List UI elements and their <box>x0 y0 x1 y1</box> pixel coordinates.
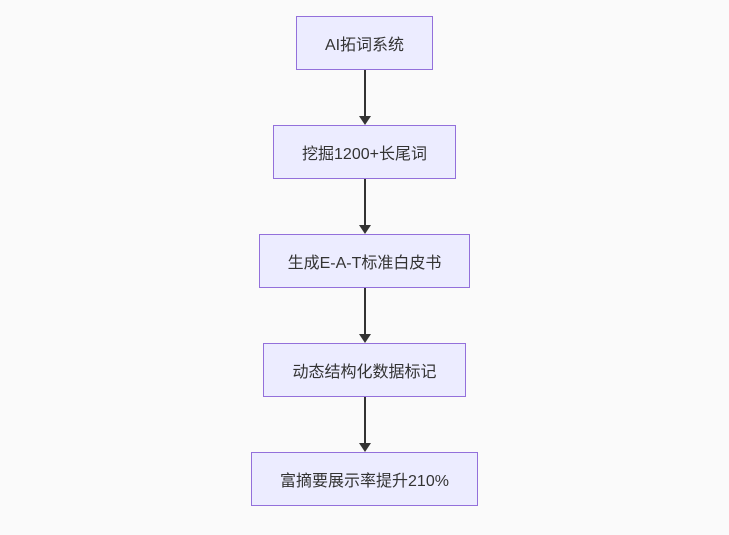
flow-node-eat-whitepaper: 生成E-A-T标准白皮书 <box>258 234 471 288</box>
arrow-down-icon <box>358 116 371 125</box>
edge-c-to-d <box>358 288 371 343</box>
flow-node-label: AI拓词系统 <box>324 37 405 54</box>
flow-node-label: 富摘要展示率提升210% <box>280 473 449 490</box>
edge-line <box>363 397 366 443</box>
arrow-down-icon <box>358 334 371 343</box>
edge-line <box>363 70 366 116</box>
flow-node-label: 生成E-A-T标准白皮书 <box>287 255 442 272</box>
flow-node-structured-data-markup: 动态结构化数据标记 <box>263 343 466 397</box>
flow-node-label: 挖掘1200+长尾词 <box>302 146 427 163</box>
flow-node-longtail-mining: 挖掘1200+长尾词 <box>273 125 456 179</box>
edge-b-to-c <box>358 179 371 234</box>
edge-a-to-b <box>358 70 371 125</box>
flow-node-label: 动态结构化数据标记 <box>292 364 437 381</box>
edge-d-to-e <box>358 397 371 452</box>
arrow-down-icon <box>358 225 371 234</box>
arrow-down-icon <box>358 443 371 452</box>
flow-node-rich-snippet-rate: 富摘要展示率提升210% <box>251 452 478 506</box>
flow-node-ai-keyword-system: AI拓词系统 <box>295 16 434 70</box>
edge-line <box>363 288 366 334</box>
edge-line <box>363 179 366 225</box>
